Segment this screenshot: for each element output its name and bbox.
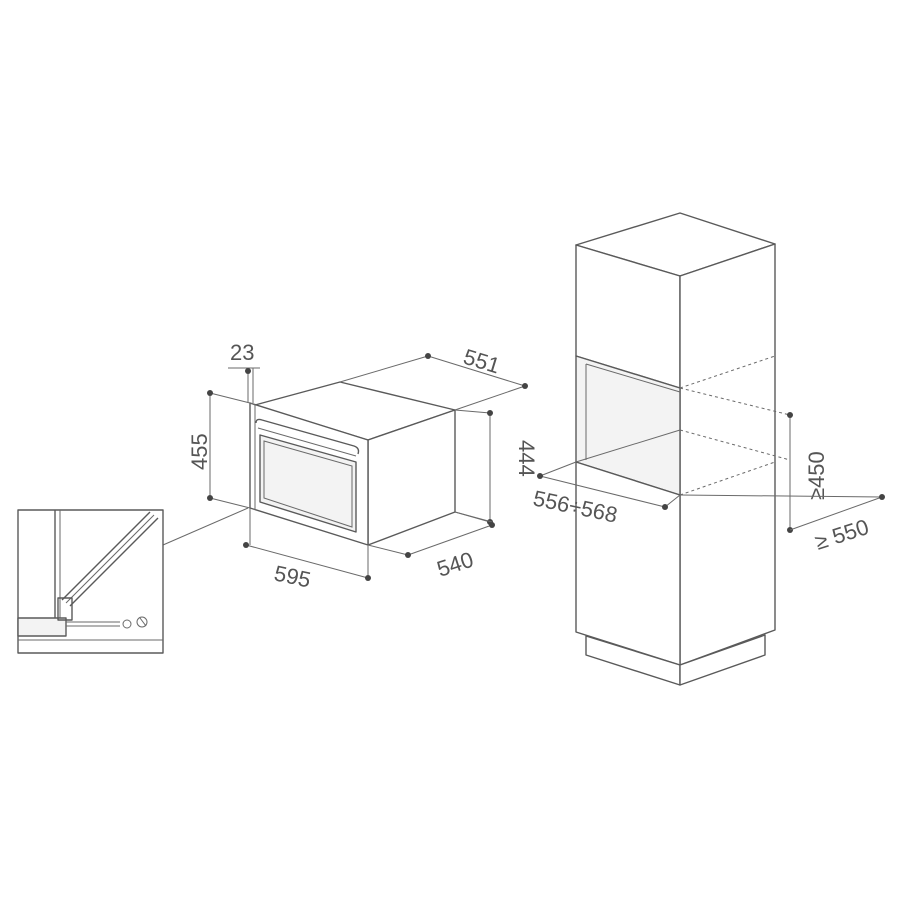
dim-540-label: 540 <box>434 547 477 582</box>
oven-handle <box>255 418 360 455</box>
dim-551-label: 551 <box>461 344 503 379</box>
cabinet-lower-front <box>575 461 681 666</box>
dim-595-label: 595 <box>272 560 313 592</box>
oven-door-window <box>259 434 357 533</box>
dim-550-label: ≥ 550 <box>812 514 872 555</box>
dim-444-label: 444 <box>514 440 539 477</box>
dim-455-label: 455 <box>187 433 212 470</box>
dim-450-label: ≥450 <box>804 451 829 500</box>
cabinet-drawing: 556÷568 ≥450 ≥ 550 <box>531 212 885 686</box>
dim-23-label: 23 <box>230 340 254 365</box>
cabinet-side <box>679 243 776 666</box>
detail-inset <box>17 509 164 654</box>
detail-leader-line <box>162 507 249 546</box>
oven-drawing: 551 23 455 444 595 540 <box>162 340 539 593</box>
